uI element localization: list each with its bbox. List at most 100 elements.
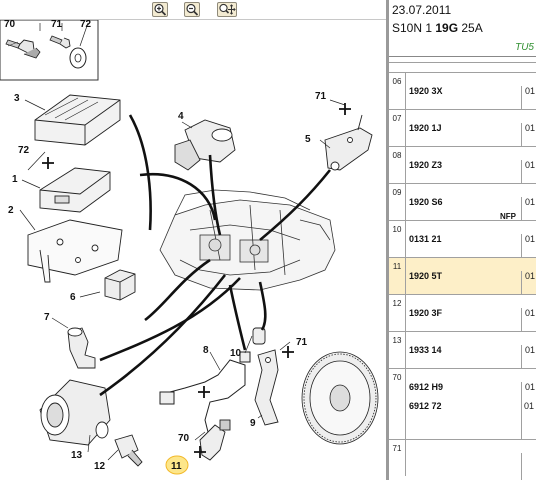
vehicle-code-a: S10N 1 <box>392 21 436 35</box>
callout-13: 13 <box>71 450 83 461</box>
table-row-spacer <box>389 62 536 72</box>
part-quantity: 01 <box>521 345 536 381</box>
part-quantity-alt: 01 <box>524 401 535 411</box>
table-row[interactable]: 71 <box>389 439 536 480</box>
callout-72: 72 <box>80 20 92 30</box>
callout-70: 70 <box>4 20 16 30</box>
catalog-date: 23.07.2011 <box>392 3 452 17</box>
part-reference[interactable]: 1920 S6 <box>409 197 443 207</box>
row-index: 09 <box>389 184 406 220</box>
part-reference[interactable]: 1920 1J <box>409 123 442 133</box>
panel-divider[interactable] <box>386 0 389 480</box>
callout-1: 1 <box>12 174 18 185</box>
relay-part <box>104 269 136 301</box>
callout-9: 9 <box>250 418 256 429</box>
row-index: 71 <box>389 440 406 476</box>
ecu-unit <box>39 167 111 213</box>
vehicle-code: S10N 1 19G 25A <box>392 21 483 35</box>
pan-button[interactable] <box>217 2 237 17</box>
magnifier-plus-icon <box>154 3 167 16</box>
callout-70b: 70 <box>178 433 190 444</box>
parts-info-panel: 23.07.2011 S10N 1 19G 25A TU5 06 1920 3X… <box>389 0 536 480</box>
callout-8: 8 <box>203 345 209 356</box>
engine-type: TU5 <box>515 42 534 53</box>
part-quantity: 01 <box>521 197 536 233</box>
magnifier-minus-icon <box>186 3 199 16</box>
diagram-toolbar <box>0 0 386 20</box>
flywheel <box>301 351 379 445</box>
part-reference[interactable]: 1920 5T <box>409 271 443 281</box>
callout-71c: 71 <box>296 337 308 348</box>
bush-10 <box>252 327 266 345</box>
part-tag: NFP <box>500 212 516 221</box>
bolts-inset <box>0 20 99 81</box>
part-reference[interactable]: 6912 H9 <box>409 382 444 392</box>
sensor-5 <box>324 114 373 171</box>
row-index: 07 <box>389 110 406 146</box>
leader-curves <box>99 114 332 397</box>
callout-71: 71 <box>51 20 63 30</box>
part-quantity <box>521 453 536 480</box>
part-reference-alt[interactable]: 6912 72 <box>409 401 442 411</box>
table-row-selected[interactable]: 11 1920 5T 01 <box>389 257 536 307</box>
callout-4: 4 <box>178 111 184 122</box>
table-row[interactable]: 10 0131 21 01 <box>389 220 536 270</box>
table-row[interactable]: 08 1920 Z3 01 <box>389 146 536 196</box>
callout-6: 6 <box>70 292 76 303</box>
part-quantity: 01 <box>521 271 536 307</box>
elbow-7 <box>67 327 96 369</box>
table-row[interactable]: 07 1920 1J 01 <box>389 109 536 159</box>
harness-8 <box>159 351 251 451</box>
zoom-in-button[interactable] <box>152 2 168 17</box>
row-index: 11 <box>389 258 406 294</box>
callout-numbers[interactable]: 70 71 72 3 72 1 2 4 71 5 6 7 8 10 71 9 7… <box>4 20 327 472</box>
header-divider <box>389 56 536 57</box>
temp-sensor-12 <box>114 434 143 467</box>
callout-10: 10 <box>230 348 242 359</box>
table-row[interactable]: 06 1920 3X 01 <box>389 72 536 122</box>
callout-7: 7 <box>44 312 50 323</box>
row-index: 10 <box>389 221 406 257</box>
zoom-out-button[interactable] <box>184 2 200 17</box>
part-quantity: 01 <box>521 382 536 452</box>
part-reference[interactable]: 1920 Z3 <box>409 160 443 170</box>
table-row[interactable]: 12 1920 3F 01 <box>389 294 536 344</box>
row-index: 06 <box>389 73 406 109</box>
part-quantity: 01 <box>521 123 536 159</box>
part-reference[interactable]: 0131 21 <box>409 234 442 244</box>
callout-11: 11 <box>171 461 182 472</box>
table-row[interactable]: 09 1920 S6 01 NFP <box>389 183 536 233</box>
callout-3: 3 <box>14 93 20 104</box>
part-reference[interactable]: 1920 3X <box>409 86 443 96</box>
part-reference[interactable]: 1933 14 <box>409 345 442 355</box>
callout-2: 2 <box>8 205 14 216</box>
part-reference[interactable]: 1920 3F <box>409 308 443 318</box>
engine-block <box>159 189 336 291</box>
engine-diagram-svg: 70 71 72 3 72 1 2 4 71 5 6 7 8 10 71 9 7… <box>0 20 379 475</box>
parts-list: 06 1920 3X 01 07 1920 1J 01 08 1920 Z3 0… <box>389 62 536 480</box>
callout-72b: 72 <box>18 145 30 156</box>
row-index: 08 <box>389 147 406 183</box>
vehicle-code-c: 25A <box>458 21 483 35</box>
crank-sensor-11 <box>199 419 231 461</box>
ecu-bracket <box>27 219 123 283</box>
callout-lines <box>19 99 346 461</box>
sensor-bracket-9 <box>254 349 279 426</box>
vehicle-code-b: 19G <box>435 21 459 35</box>
row-index: 70 <box>389 369 406 439</box>
callout-5: 5 <box>305 134 311 145</box>
part-quantity: 01 <box>521 86 536 122</box>
part-quantity: 01 <box>521 308 536 344</box>
callout-71b: 71 <box>315 91 327 102</box>
part-quantity: 01 <box>521 234 536 270</box>
parts-exploded-diagram: 70 71 72 3 72 1 2 4 71 5 6 7 8 10 71 9 7… <box>0 20 386 480</box>
throttle-body <box>39 379 111 446</box>
knock-sensor <box>174 119 236 171</box>
row-index: 13 <box>389 332 406 368</box>
callout-12: 12 <box>94 461 106 472</box>
part-quantity: 01 <box>521 160 536 196</box>
table-row[interactable]: 13 1933 14 01 <box>389 331 536 381</box>
ecu-cover <box>34 94 121 146</box>
table-row[interactable]: 70 6912 H9 01 6912 72 01 <box>389 368 536 452</box>
magnifier-move-icon <box>219 3 236 15</box>
